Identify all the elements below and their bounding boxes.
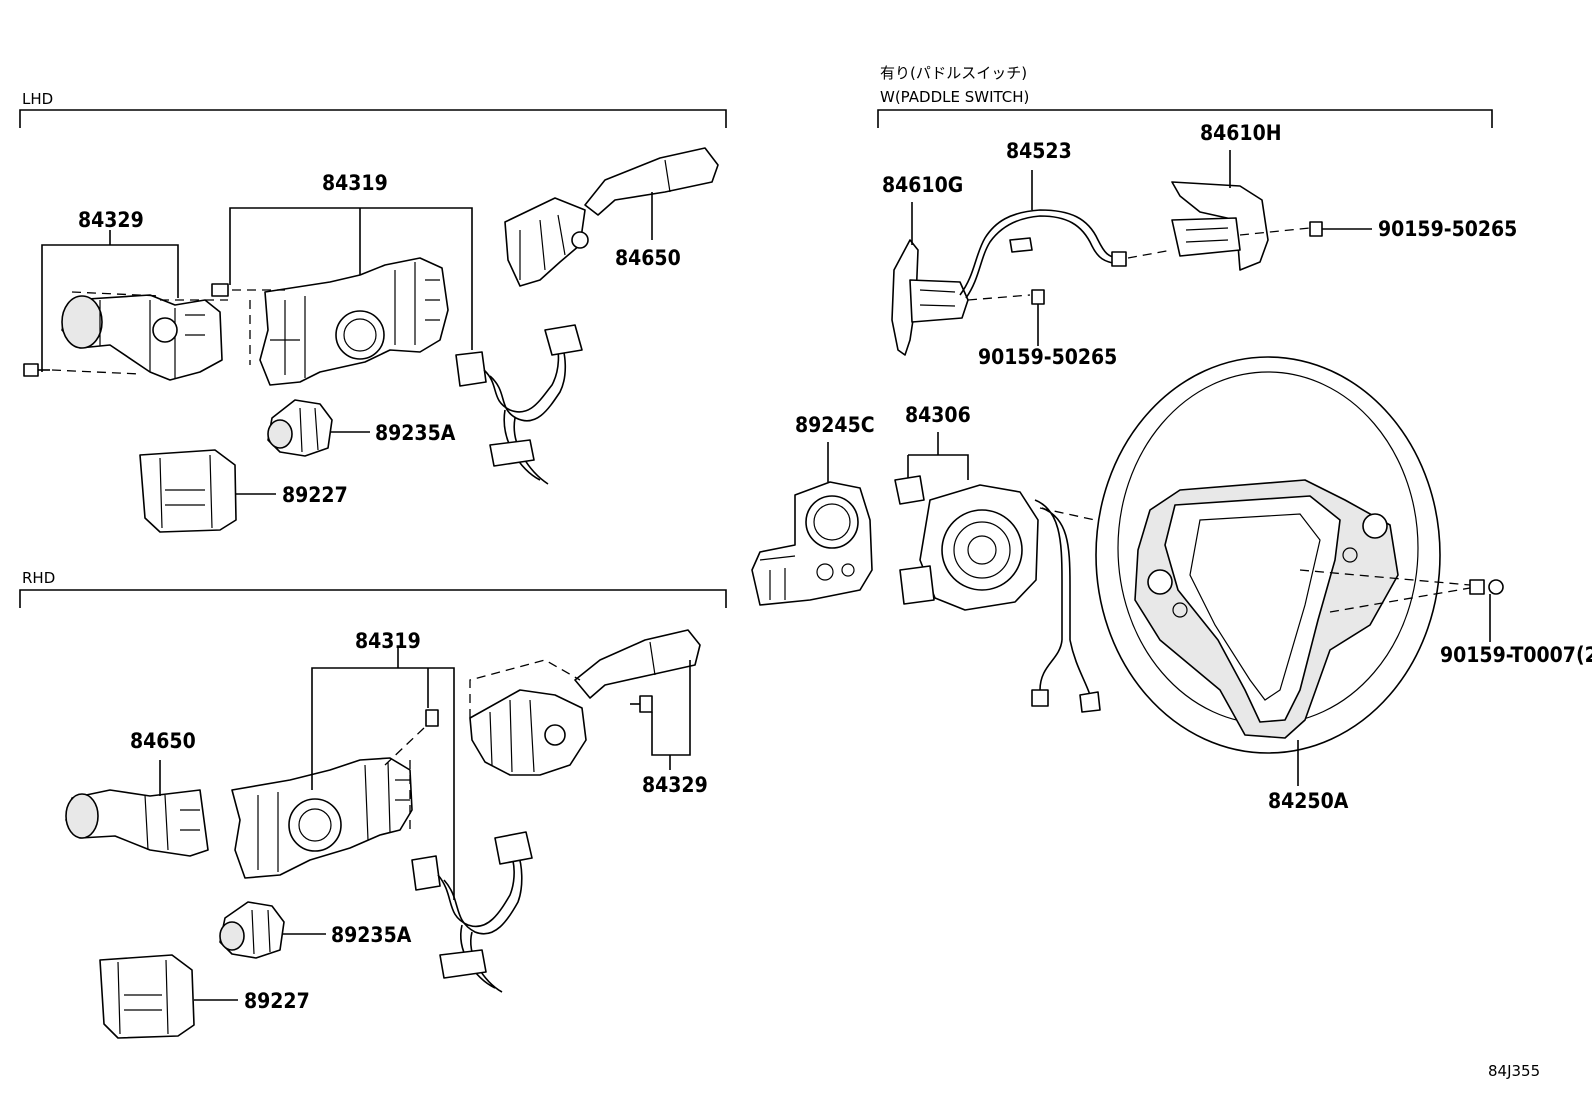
- diagram-ref-code: 84J355: [1488, 1062, 1540, 1080]
- lhd-switch-84329: [23, 291, 228, 381]
- rhd-label-84329: 84329: [642, 773, 708, 797]
- lhd-label-84329: 84329: [78, 208, 144, 232]
- rhd-label-84650: 84650: [130, 729, 196, 753]
- rhd-label-84319: 84319: [355, 629, 421, 653]
- paddle-label-84610h: 84610H: [1200, 121, 1282, 145]
- lhd-lever-84650: [504, 147, 719, 287]
- lhd-switch-89227: [139, 449, 237, 533]
- lhd-heading: LHD: [22, 90, 53, 108]
- lhd-label-84650: 84650: [615, 246, 681, 270]
- paddle-label-90159-right: 90159-50265: [1378, 217, 1517, 241]
- paddle-label-84610g: 84610G: [882, 173, 963, 197]
- paddle-heading-en: W(PADDLE SWITCH): [880, 88, 1029, 106]
- lhd-bracket: [19, 109, 727, 128]
- paddle-bracket: [877, 109, 1493, 128]
- spiral-cable-84306: [894, 475, 1101, 713]
- lhd-label-89227: 89227: [282, 483, 348, 507]
- paddle-label-90159-t0007: 90159-T0007(2): [1440, 643, 1592, 667]
- lhd-label-84319: 84319: [322, 171, 388, 195]
- rhd-84319-leader: [311, 667, 455, 900]
- paddle-right-84610h: [1171, 181, 1323, 271]
- paddle-label-89245c: 89245C: [795, 413, 875, 437]
- paddle-section: 有り(パドルスイッチ) W(PADDLE SWITCH): [877, 64, 1493, 128]
- paddle-label-84250a: 84250A: [1268, 789, 1349, 813]
- paddle-84306-leader: [908, 454, 969, 480]
- rhd-section: RHD: [19, 569, 727, 608]
- rhd-switch-84329: [469, 629, 701, 776]
- steering-wheel-84250a: [1095, 356, 1504, 754]
- paddle-label-84306: 84306: [905, 403, 971, 427]
- lhd-switch-89235a: [267, 399, 333, 457]
- rhd-switch-89235a: [219, 901, 285, 959]
- rhd-label-89235a: 89235A: [331, 923, 412, 947]
- rhd-wire-harness: [411, 831, 533, 993]
- rhd-bracket: [19, 589, 727, 608]
- rhd-lever-84650: [65, 789, 209, 857]
- rhd-label-89227: 89227: [244, 989, 310, 1013]
- rhd-switch-body-84319: [231, 709, 439, 879]
- paddle-wire-84523: [959, 209, 1173, 299]
- rhd-84329-leader: [651, 660, 691, 756]
- steering-sensor-89245c: [751, 481, 873, 606]
- lhd-section: LHD: [19, 90, 727, 128]
- lhd-84319-leader: [229, 207, 473, 350]
- lhd-switch-body-84319: [211, 257, 449, 386]
- rhd-heading: RHD: [22, 569, 55, 587]
- paddle-left-84610g: [891, 239, 1045, 356]
- lhd-label-89235a: 89235A: [375, 421, 456, 445]
- rhd-switch-89227: [99, 954, 195, 1039]
- paddle-heading-ja: 有り(パドルスイッチ): [880, 64, 1027, 82]
- paddle-label-90159-bottom: 90159-50265: [978, 345, 1117, 369]
- paddle-label-84523: 84523: [1006, 139, 1072, 163]
- lhd-wire-harness: [455, 324, 583, 485]
